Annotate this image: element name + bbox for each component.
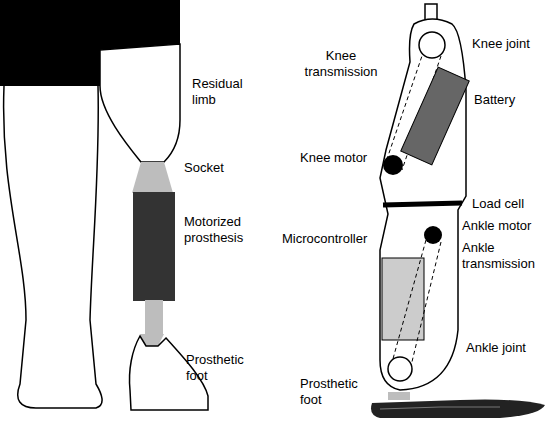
part-label: Ankle motor	[462, 218, 546, 234]
ankle-motor	[424, 226, 442, 244]
knee-joint	[419, 32, 445, 58]
part-label: Prosthetic foot	[300, 376, 380, 407]
part-label: Load cell	[472, 196, 546, 212]
part-label: Microcontroller	[282, 231, 378, 247]
residual-limb	[100, 44, 180, 162]
part-label: Knee transmission	[298, 48, 384, 79]
part-label: Ankle joint	[466, 340, 546, 356]
part-label: Knee motor	[300, 150, 380, 166]
battery	[401, 67, 469, 165]
pylon	[145, 300, 163, 334]
pyramid-adapter	[425, 4, 437, 20]
socket	[132, 162, 173, 193]
part-label: Socket	[184, 160, 254, 176]
ankle-joint	[388, 357, 412, 381]
knee-motor	[383, 155, 403, 175]
ankle-transmission	[410, 242, 441, 370]
part-label: Battery	[474, 92, 544, 108]
part-label: Knee joint	[472, 36, 546, 52]
load-cell	[383, 203, 462, 205]
part-label: Ankle transmission	[462, 240, 546, 271]
motorized-prosthesis	[133, 192, 175, 301]
foot-keel	[380, 407, 500, 409]
part-label: Prosthetic foot	[186, 352, 266, 383]
ankle-transmission	[391, 240, 426, 366]
prosthetic-foot	[371, 400, 545, 418]
intact-leg	[4, 86, 103, 408]
foot-adapter	[388, 392, 410, 400]
part-label: Motorized prosthesis	[184, 214, 264, 245]
part-label: Residual limb	[192, 76, 262, 107]
